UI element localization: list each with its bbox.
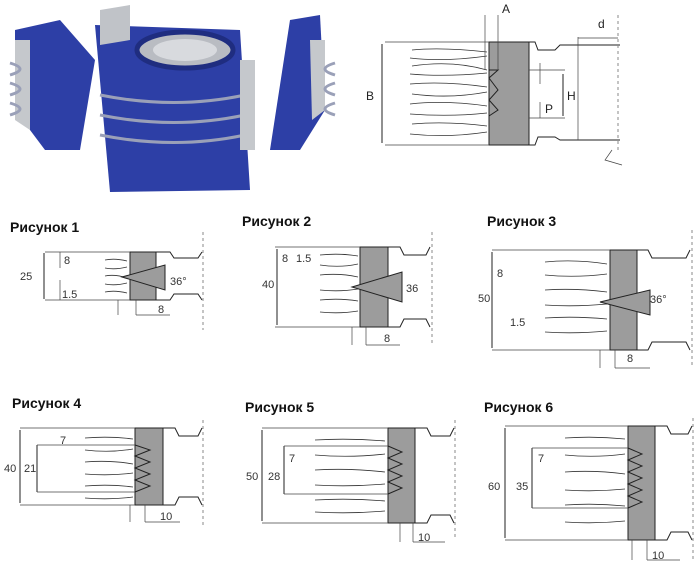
dim-tooth: 8	[497, 268, 503, 280]
dim-depth: 8	[158, 304, 164, 316]
dim-angle: 36°	[650, 294, 667, 306]
dim-pitch: 7	[60, 435, 66, 447]
cutter-photo	[9, 5, 336, 192]
dim-profile: 28	[268, 471, 280, 483]
dim-pitch: 7	[538, 453, 544, 465]
figure-title: Рисунок 1	[10, 219, 79, 235]
label-B: B	[366, 89, 374, 103]
label-d: d	[598, 17, 605, 31]
dim-depth: 10	[418, 532, 430, 544]
dim-angle: 36	[406, 283, 418, 295]
wood-workpiece	[409, 48, 488, 136]
dim-offset: 1.5	[296, 253, 311, 265]
dim-height: 25	[20, 271, 32, 283]
dim-height: 40	[4, 463, 16, 475]
dim-height: 40	[262, 279, 274, 291]
dim-depth: 8	[627, 353, 633, 365]
label-H: H	[567, 89, 576, 103]
dim-depth: 10	[652, 550, 664, 562]
dim-height: 50	[478, 293, 490, 305]
figure-6: Рисунок 6 60 35 7 10	[484, 399, 694, 562]
dim-profile: 35	[516, 481, 528, 493]
figure-title: Рисунок 4	[12, 395, 81, 411]
dim-height: 60	[488, 481, 500, 493]
label-P: P	[545, 102, 553, 116]
figure-title: Рисунок 2	[242, 213, 311, 229]
figure-3: Рисунок 3 8 50 1.5 36° 8	[478, 213, 693, 369]
dim-height: 50	[246, 471, 258, 483]
dim-tooth: 8	[64, 255, 70, 267]
dim-pitch: 7	[289, 453, 295, 465]
cutter-block	[488, 41, 530, 146]
dim-depth: 8	[384, 333, 390, 345]
dim-tooth: 8	[282, 253, 288, 265]
dim-angle: 36°	[170, 276, 187, 288]
figure-title: Рисунок 5	[245, 399, 314, 415]
figure-4: Рисунок 4 40 21 7 10	[4, 395, 204, 525]
label-A: A	[502, 2, 510, 16]
figure-title: Рисунок 3	[487, 213, 556, 229]
figure-title: Рисунок 6	[484, 399, 553, 415]
figure-2: Рисунок 2 8 1.5 40 36 8	[242, 213, 433, 346]
dim-offset: 1.5	[510, 317, 525, 329]
figure-5: Рисунок 5 50 28 7 10	[245, 399, 456, 544]
dim-offset: 1.5	[62, 289, 77, 301]
main-profile-diagram: A d B H P	[366, 2, 623, 166]
dim-depth: 10	[160, 511, 172, 523]
figure-1: Рисунок 1 25 8 1.5 36° 8	[10, 219, 204, 330]
dim-profile: 21	[24, 463, 36, 475]
